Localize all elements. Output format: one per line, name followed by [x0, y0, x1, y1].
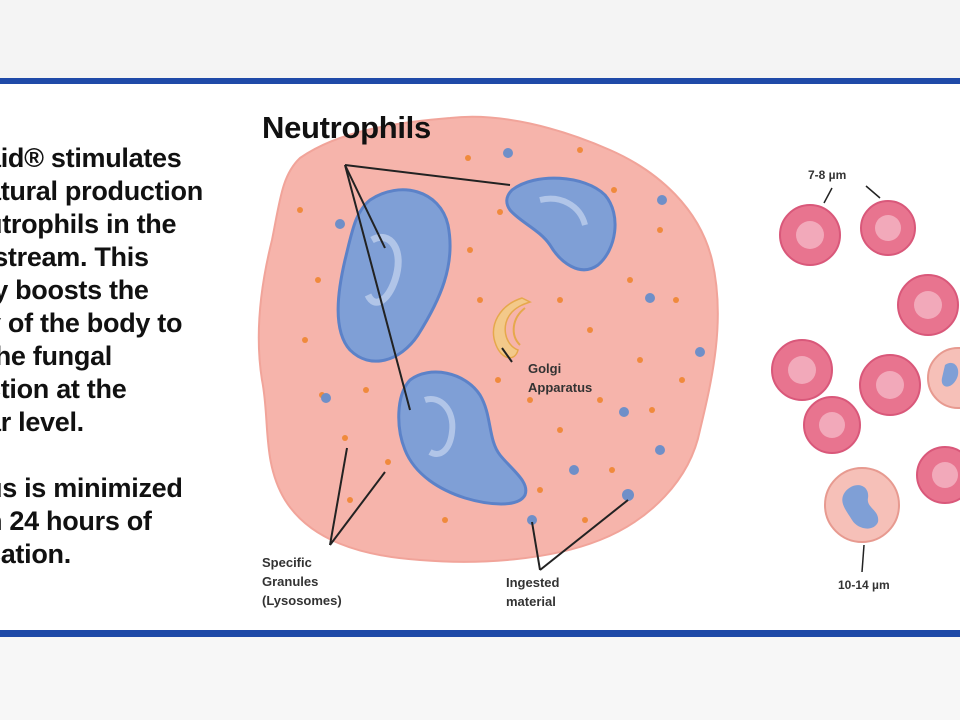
- nucleus-lobe: [397, 370, 528, 506]
- specific-granules-label: Specific Granules (Lysosomes): [262, 555, 342, 608]
- diagram-title: Neutrophils: [262, 110, 431, 145]
- neutrophil-size-label: 10-14 µm: [838, 578, 890, 592]
- golgi-apparatus: [512, 307, 526, 346]
- red-blood-cells: [771, 200, 960, 504]
- chromatin-pattern: [364, 234, 402, 306]
- description-line: us is minimized: [0, 473, 183, 503]
- description-line: cation.: [0, 539, 71, 569]
- description-line: utrophils in the: [0, 209, 177, 239]
- top-frame-bar: [0, 78, 960, 84]
- nucleus-lobe: [505, 176, 617, 272]
- size-pointer-lines: [823, 185, 881, 573]
- chromatin-pattern: [424, 396, 456, 457]
- ingested-material: [321, 148, 705, 525]
- description-line: y of the body to: [0, 308, 183, 338]
- description-text: aid® stimulates atural production utroph…: [0, 142, 286, 571]
- small-neutrophil: [824, 347, 960, 543]
- rbc-size-label: 7-8 µm: [808, 168, 847, 182]
- golgi-apparatus: [492, 297, 532, 359]
- chromatin-pattern: [539, 195, 588, 226]
- ingested-material-label: Ingested material: [506, 575, 560, 609]
- bottom-frame-bar: [0, 630, 960, 637]
- description-line: ly boosts the: [0, 275, 149, 305]
- description-line: the fungal: [0, 341, 112, 371]
- description-line: ar level.: [0, 407, 84, 437]
- specific-granules: [297, 147, 685, 523]
- description-line: ction at the: [0, 374, 127, 404]
- bottom-strip: [0, 637, 960, 720]
- description-line: lstream. This: [0, 242, 149, 272]
- description-line: n 24 hours of: [0, 506, 152, 536]
- pointer-lines: [329, 164, 629, 571]
- description-line: atural production: [0, 176, 203, 206]
- description-line: aid® stimulates: [0, 143, 182, 173]
- golgi-label: Golgi Apparatus: [528, 361, 593, 395]
